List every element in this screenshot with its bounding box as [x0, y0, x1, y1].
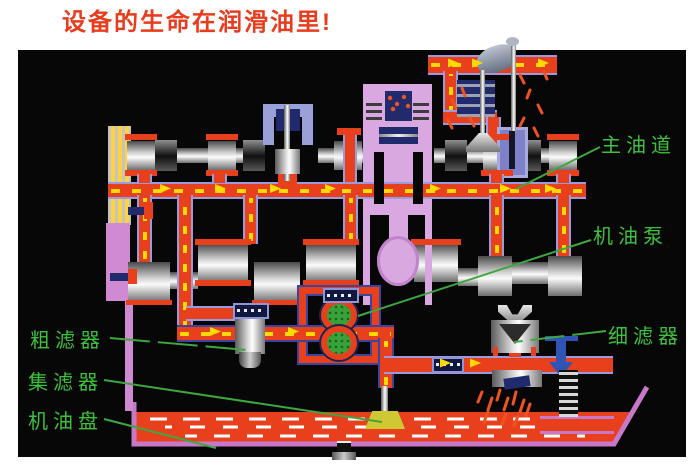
cam-lobe [445, 140, 467, 171]
crank-main-journal [478, 256, 512, 296]
lifter-rod [509, 131, 515, 169]
crank-pin [414, 244, 458, 282]
label-fine-filter: 细滤器 [608, 326, 683, 348]
main-bearing-pipe [343, 195, 358, 244]
crank-main-journal [548, 256, 582, 296]
oil-pump-gear [321, 326, 357, 360]
pushrod [511, 40, 516, 133]
cylinder-wall [425, 215, 432, 305]
main-bearing-pipe [556, 195, 571, 256]
connecting-rod-big-end [377, 236, 419, 286]
cam-journal [127, 141, 155, 170]
cam-journal [549, 141, 577, 170]
chain-oiler-pipe [128, 207, 145, 215]
cam-lobe [155, 140, 177, 171]
coarse-filter-canister [235, 314, 265, 354]
filter-feed-pipe [177, 195, 193, 332]
relief-valve-spring [559, 370, 578, 417]
piston-ring [413, 117, 429, 120]
drain-plug-base [332, 452, 356, 460]
piston-ring [413, 103, 429, 106]
main-bearing-pipe [243, 195, 258, 244]
pushrod-ball [506, 37, 519, 46]
main-bearing-pipe [489, 195, 504, 256]
chain-oiler-pipe [110, 273, 129, 281]
coarse-filter-base [239, 352, 261, 368]
crank-shaft [458, 268, 478, 286]
label-oil-pump: 机油泵 [593, 226, 668, 248]
fine-filter-tag [432, 357, 464, 373]
crank-pin [198, 244, 248, 282]
crank-main-journal [254, 262, 300, 302]
piston-interior [385, 91, 412, 121]
piston-ring [366, 103, 382, 106]
piston-ring [366, 117, 382, 120]
strainer-tube [381, 386, 388, 413]
cam-journal-pipe [343, 128, 357, 182]
tappet-stem [284, 105, 290, 181]
cam-journal [208, 141, 236, 170]
coarse-filter-tag [233, 303, 269, 319]
pump-tag [323, 288, 359, 303]
down-arrow-icon [556, 340, 566, 364]
crank-shaft [512, 262, 548, 284]
chain-housing [106, 223, 130, 301]
label-coarse-filter: 粗滤器 [30, 330, 105, 352]
crank-pin [306, 244, 356, 282]
relief-return-pipe [540, 416, 614, 434]
page-title: 设备的生命在润滑油里! [62, 9, 332, 36]
label-main-gallery: 主油道 [601, 135, 676, 157]
drain-plug [337, 441, 351, 452]
valve-stem [480, 70, 485, 136]
label-oil-strainer: 集滤器 [28, 372, 103, 394]
valve-spring [457, 80, 495, 117]
piston-ring [413, 110, 429, 113]
label-oil-pan: 机油盘 [28, 411, 103, 433]
wrist-pin [379, 134, 418, 137]
tappet-lifter [275, 149, 300, 174]
block-wall [125, 299, 133, 411]
cam-lobe [243, 140, 265, 171]
piston-ring [366, 110, 382, 113]
suction-delivery-pipe [177, 325, 394, 342]
timing-chain [108, 126, 131, 225]
